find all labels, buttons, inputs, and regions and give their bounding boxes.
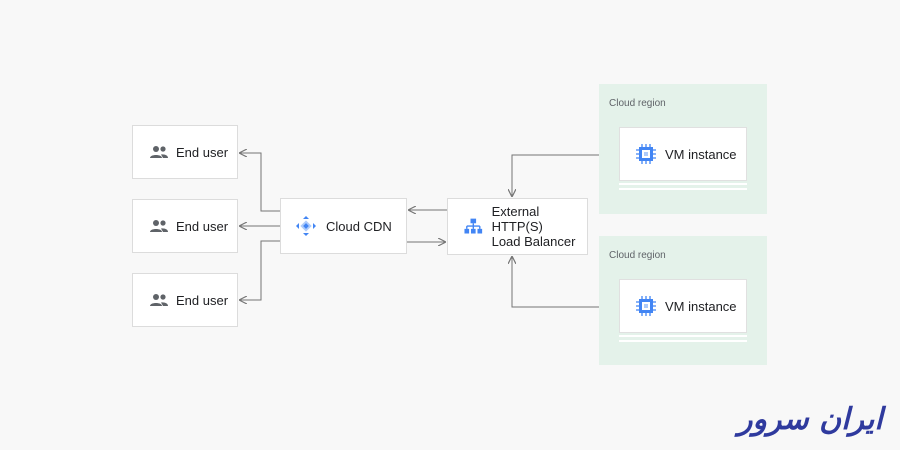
chip-icon [636, 296, 656, 316]
vm-instance-label: VM instance [665, 146, 737, 162]
vm-stack-shadow [619, 340, 747, 342]
end-user-box-1: End user [132, 125, 238, 179]
chip-icon [636, 144, 656, 164]
cloud-cdn-icon [296, 216, 316, 236]
arrow-vm1-to-lb [512, 154, 619, 196]
vm-instance-box: VM instance [619, 279, 747, 333]
cloud-cdn-label: Cloud CDN [326, 218, 392, 234]
cloud-region-1: Cloud region VM instance [599, 84, 767, 214]
users-icon [150, 294, 168, 306]
load-balancer-label-line2: Load Balancer [491, 234, 576, 249]
vm-stack-shadow [619, 183, 747, 185]
cloud-region-2: Cloud region VM instance [599, 236, 767, 365]
vm-instance-box: VM instance [619, 127, 747, 181]
vm-instance-label: VM instance [665, 298, 737, 314]
arrow-cdn-to-user-3 [240, 240, 280, 300]
arrow-vm2-to-lb [512, 257, 619, 308]
vm-stack-shadow [619, 335, 747, 337]
users-icon [150, 220, 168, 232]
vm-stack-shadow [619, 188, 747, 190]
cloud-region-title: Cloud region [609, 250, 666, 261]
cloud-region-title: Cloud region [609, 98, 666, 109]
end-user-label: End user [176, 218, 229, 234]
end-user-box-3: End user [132, 273, 238, 327]
cloud-cdn-box: Cloud CDN [280, 198, 407, 254]
load-balancer-label-line1: External HTTP(S) [491, 204, 543, 234]
end-user-box-2: End user [132, 199, 238, 253]
end-user-label: End user [176, 292, 229, 308]
iranserver-logo: ایران سرور [738, 402, 883, 437]
load-balancer-icon [464, 218, 483, 234]
load-balancer-box: External HTTP(S) Load Balancer [447, 198, 588, 255]
arrow-cdn-to-user-1 [240, 153, 280, 212]
users-icon [150, 146, 168, 158]
end-user-label: End user [176, 144, 229, 160]
